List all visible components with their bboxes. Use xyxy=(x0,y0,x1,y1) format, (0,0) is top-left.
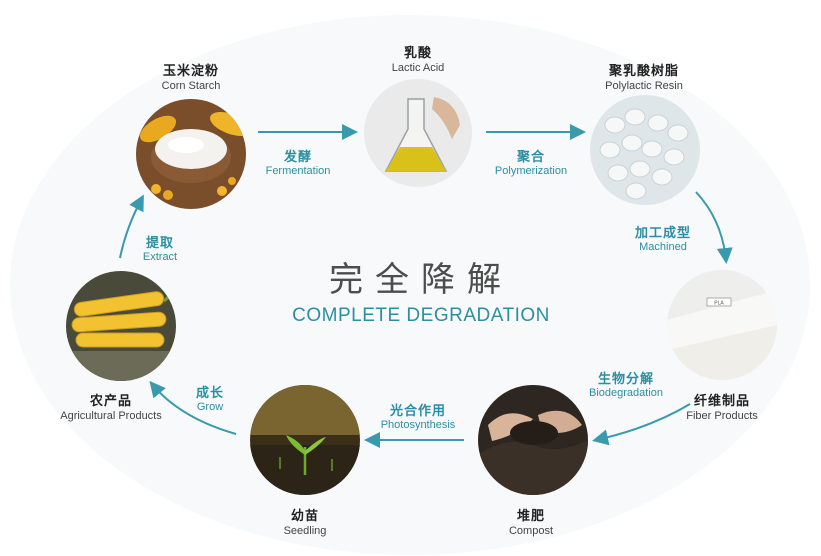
node-label-compost: 堆肥 Compost xyxy=(509,505,553,537)
corn-starch-cn: 玉米淀粉 xyxy=(162,60,221,79)
corn-starch-en: Corn Starch xyxy=(162,80,221,92)
lactic-acid-en: Lactic Acid xyxy=(392,62,445,74)
fiber-products-image: PLA xyxy=(667,270,777,380)
photosynthesis-en: Photosynthesis xyxy=(381,419,456,431)
step-label-machined: 加工成型 Machined xyxy=(635,222,691,253)
corn-starch-image xyxy=(136,99,246,209)
photosynthesis-cn: 光合作用 xyxy=(381,400,456,419)
seedling-cn: 幼苗 xyxy=(284,505,327,524)
lactic-acid-cn: 乳酸 xyxy=(392,42,445,61)
node-label-lactic-acid: 乳酸 Lactic Acid xyxy=(392,42,445,74)
compost-cn: 堆肥 xyxy=(509,505,553,524)
extract-cn: 提取 xyxy=(143,232,177,251)
seedling-image xyxy=(250,385,360,495)
compost-en: Compost xyxy=(509,525,553,537)
lactic-acid-image xyxy=(364,79,472,187)
node-label-polylactic-resin: 聚乳酸树脂 Polylactic Resin xyxy=(605,60,683,92)
polylactic-resin-cn: 聚乳酸树脂 xyxy=(605,60,683,79)
grow-cn: 成长 xyxy=(196,382,224,401)
node-label-seedling: 幼苗 Seedling xyxy=(284,505,327,537)
fermentation-cn: 发酵 xyxy=(266,146,331,165)
machined-en: Machined xyxy=(635,241,691,253)
node-label-corn-starch: 玉米淀粉 Corn Starch xyxy=(162,60,221,92)
machined-cn: 加工成型 xyxy=(635,222,691,241)
fiber-products-en: Fiber Products xyxy=(686,410,758,422)
polylactic-resin-image xyxy=(590,95,700,205)
center-title: 完全降解 COMPLETE DEGRADATION xyxy=(292,252,550,327)
center-title-cn: 完全降解 xyxy=(292,252,550,301)
polymerization-cn: 聚合 xyxy=(495,146,567,165)
fiber-products-cn: 纤维制品 xyxy=(686,390,758,409)
extract-en: Extract xyxy=(143,251,177,263)
step-label-extract: 提取 Extract xyxy=(143,232,177,263)
step-label-polymerization: 聚合 Polymerization xyxy=(495,146,567,177)
polylactic-resin-en: Polylactic Resin xyxy=(605,80,683,92)
compost-image xyxy=(478,385,588,495)
pla-tag-text: PLA xyxy=(714,301,724,307)
step-label-fermentation: 发酵 Fermentation xyxy=(266,146,331,177)
seedling-en: Seedling xyxy=(284,525,327,537)
step-label-photosynthesis: 光合作用 Photosynthesis xyxy=(381,400,456,431)
polymerization-en: Polymerization xyxy=(495,165,567,177)
agricultural-products-en: Agricultural Products xyxy=(60,410,162,422)
agricultural-products-cn: 农产品 xyxy=(60,390,162,409)
step-label-biodegradation: 生物分解 Biodegradation xyxy=(589,368,663,399)
step-label-grow: 成长 Grow xyxy=(196,382,224,413)
grow-en: Grow xyxy=(196,401,224,413)
agricultural-products-image xyxy=(66,271,176,381)
fermentation-en: Fermentation xyxy=(266,165,331,177)
biodegradation-cn: 生物分解 xyxy=(589,368,663,387)
biodegradation-en: Biodegradation xyxy=(589,387,663,399)
node-label-fiber-products: 纤维制品 Fiber Products xyxy=(686,390,758,422)
node-label-agricultural-products: 农产品 Agricultural Products xyxy=(60,390,162,422)
center-title-en: COMPLETE DEGRADATION xyxy=(292,305,550,327)
